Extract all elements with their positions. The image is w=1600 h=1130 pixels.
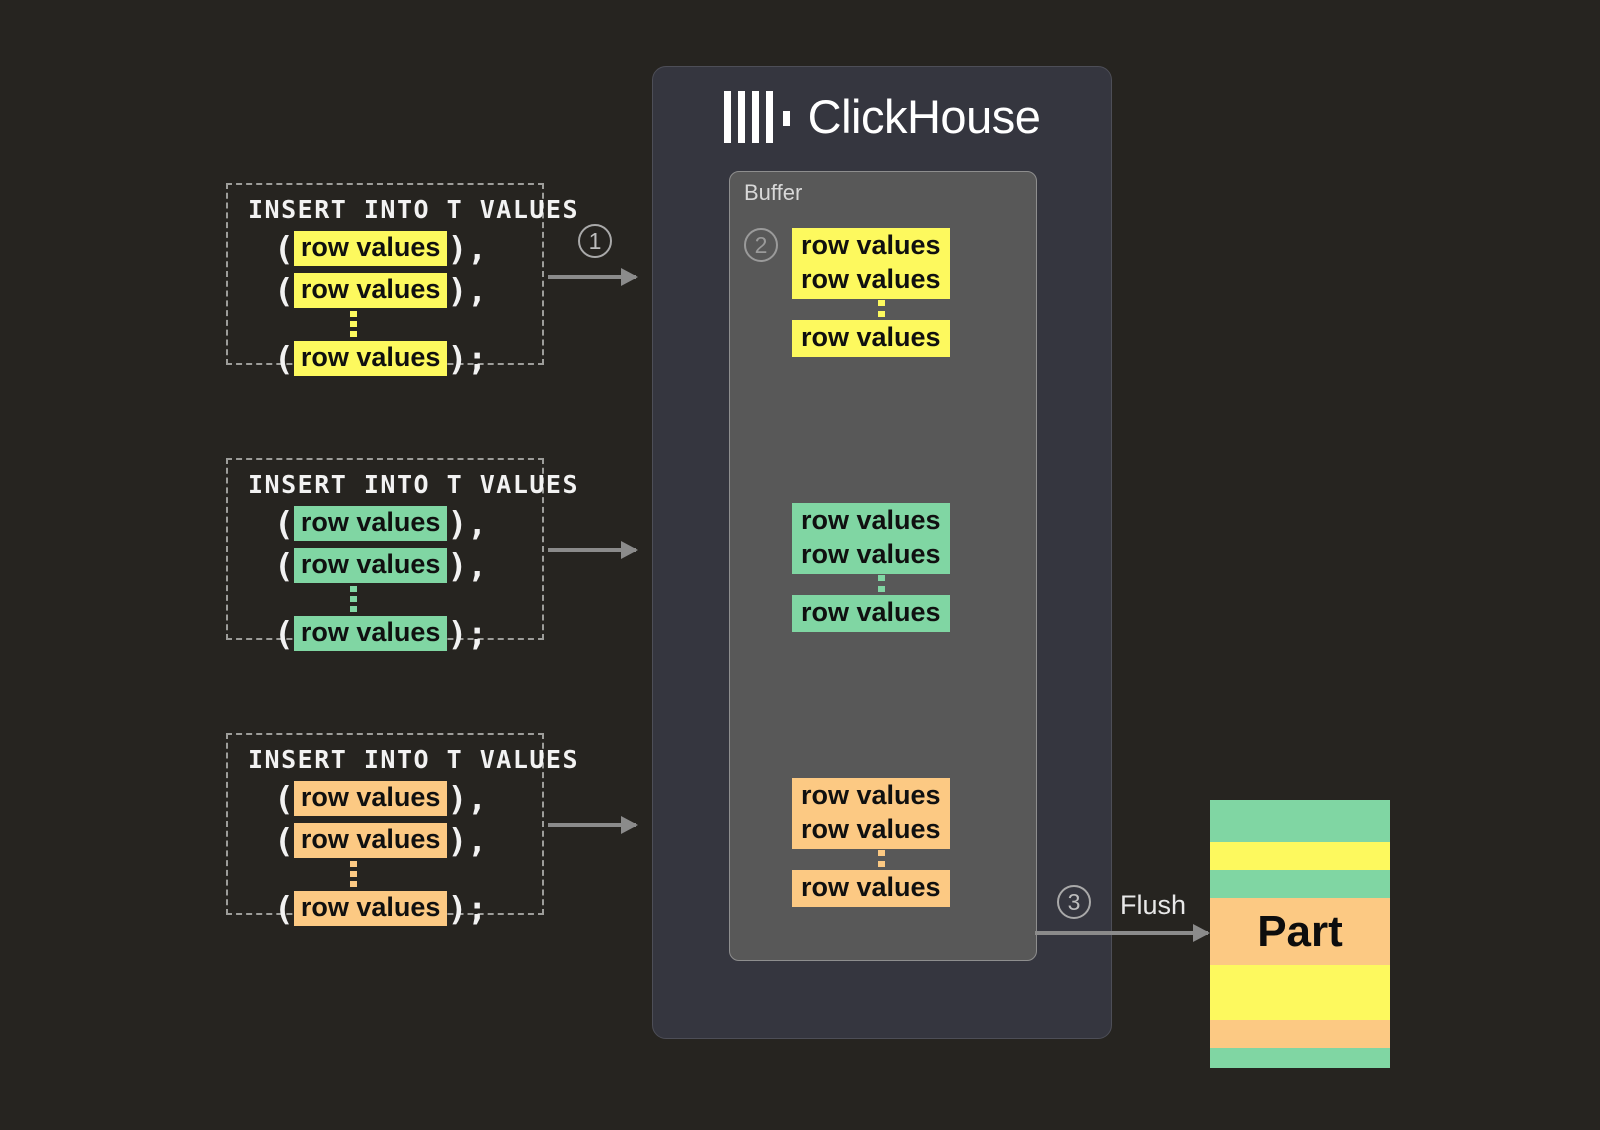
buffer-row: row values: [792, 228, 950, 265]
part-band-orange: [1210, 1020, 1390, 1048]
arrow-flush-to-part: [1035, 924, 1210, 942]
row-values-chip: row values: [293, 273, 448, 309]
buffer-row: row values: [792, 595, 950, 632]
part-block: Part: [1210, 800, 1390, 1068]
vertical-ellipsis-icon: [350, 586, 357, 613]
part-label: Part: [1257, 906, 1343, 956]
part-band-green: [1210, 870, 1390, 898]
open-paren: (: [274, 779, 294, 819]
insert-row-line: ( row values ),: [274, 821, 528, 861]
part-band-green: [1210, 1048, 1390, 1068]
open-paren: (: [274, 546, 294, 586]
vertical-ellipsis-icon: [350, 861, 357, 888]
row-values-chip: row values: [293, 823, 448, 859]
arrow-insert-3-to-clickhouse: [548, 816, 638, 834]
buffer-panel: Buffer row values row values row values …: [729, 171, 1037, 961]
close-paren: ),: [447, 546, 488, 586]
buffer-row: row values: [792, 262, 950, 299]
clickhouse-title: ClickHouse: [807, 90, 1041, 143]
step-1-badge: 1: [578, 224, 612, 258]
open-paren: (: [274, 229, 294, 269]
insert-row-line: ( row values ),: [274, 229, 528, 269]
insert-statement-text-1: INSERT INTO T VALUES: [248, 195, 580, 224]
close-paren: );: [447, 339, 488, 379]
insert-statement-card-3: INSERT INTO T VALUES ( row values ), ( r…: [226, 733, 580, 927]
close-paren: );: [447, 889, 488, 929]
close-paren: ),: [447, 229, 488, 269]
open-paren: (: [274, 339, 294, 379]
close-paren: ),: [447, 271, 488, 311]
row-values-chip: row values: [293, 231, 448, 267]
open-paren: (: [274, 821, 294, 861]
close-paren: ),: [447, 821, 488, 861]
buffer-row: row values: [792, 320, 950, 357]
insert-row-line: ( row values );: [274, 614, 528, 654]
row-values-chip: row values: [293, 548, 448, 584]
step-1-label: 1: [588, 227, 602, 254]
buffer-row: row values: [792, 537, 950, 574]
insert-row-line: ( row values );: [274, 339, 528, 379]
row-values-chip: row values: [293, 341, 448, 377]
row-values-chip: row values: [293, 506, 448, 542]
buffer-row: row values: [792, 870, 950, 907]
flush-label: Flush: [1120, 890, 1187, 920]
insert-row-line: ( row values ),: [274, 779, 528, 819]
part-band-green: [1210, 800, 1390, 842]
clickhouse-brand: ClickHouse: [653, 89, 1111, 144]
row-values-chip: row values: [293, 891, 448, 927]
step-2-badge: 2: [744, 228, 778, 262]
row-values-chip: row values: [293, 781, 448, 817]
insert-row-line: ( row values );: [274, 889, 528, 929]
vertical-ellipsis-icon: [350, 311, 357, 338]
insert-statement-text-2: INSERT INTO T VALUES: [248, 470, 580, 499]
clickhouse-logo-icon: [723, 90, 790, 143]
close-paren: ),: [447, 779, 488, 819]
arrow-insert-1-to-clickhouse: [548, 268, 638, 286]
close-paren: ),: [447, 504, 488, 544]
part-band-yellow: [1210, 842, 1390, 870]
buffer-row: row values: [792, 503, 950, 540]
insert-row-line: ( row values ),: [274, 504, 528, 544]
buffer-row: row values: [792, 812, 950, 849]
insert-statement-text-3: INSERT INTO T VALUES: [248, 745, 580, 774]
part-band-yellow: [1210, 965, 1390, 1020]
buffer-row: row values: [792, 778, 950, 815]
open-paren: (: [274, 614, 294, 654]
insert-row-line: ( row values ),: [274, 271, 528, 311]
open-paren: (: [274, 504, 294, 544]
arrow-insert-2-to-clickhouse: [548, 541, 638, 559]
clickhouse-panel: ClickHouse Buffer row values row values …: [652, 66, 1112, 1039]
step-3-badge: 3: [1057, 885, 1091, 919]
row-values-chip: row values: [293, 616, 448, 652]
insert-statement-card-2: INSERT INTO T VALUES ( row values ), ( r…: [226, 458, 580, 652]
step-3-label: 3: [1067, 888, 1081, 915]
open-paren: (: [274, 271, 294, 311]
step-2-label: 2: [754, 231, 768, 258]
buffer-label: Buffer: [744, 180, 803, 205]
insert-statement-card-1: INSERT INTO T VALUES ( row values ), ( r…: [226, 183, 580, 377]
part-band-orange: Part: [1210, 898, 1390, 965]
open-paren: (: [274, 889, 294, 929]
insert-row-line: ( row values ),: [274, 546, 528, 586]
close-paren: );: [447, 614, 488, 654]
